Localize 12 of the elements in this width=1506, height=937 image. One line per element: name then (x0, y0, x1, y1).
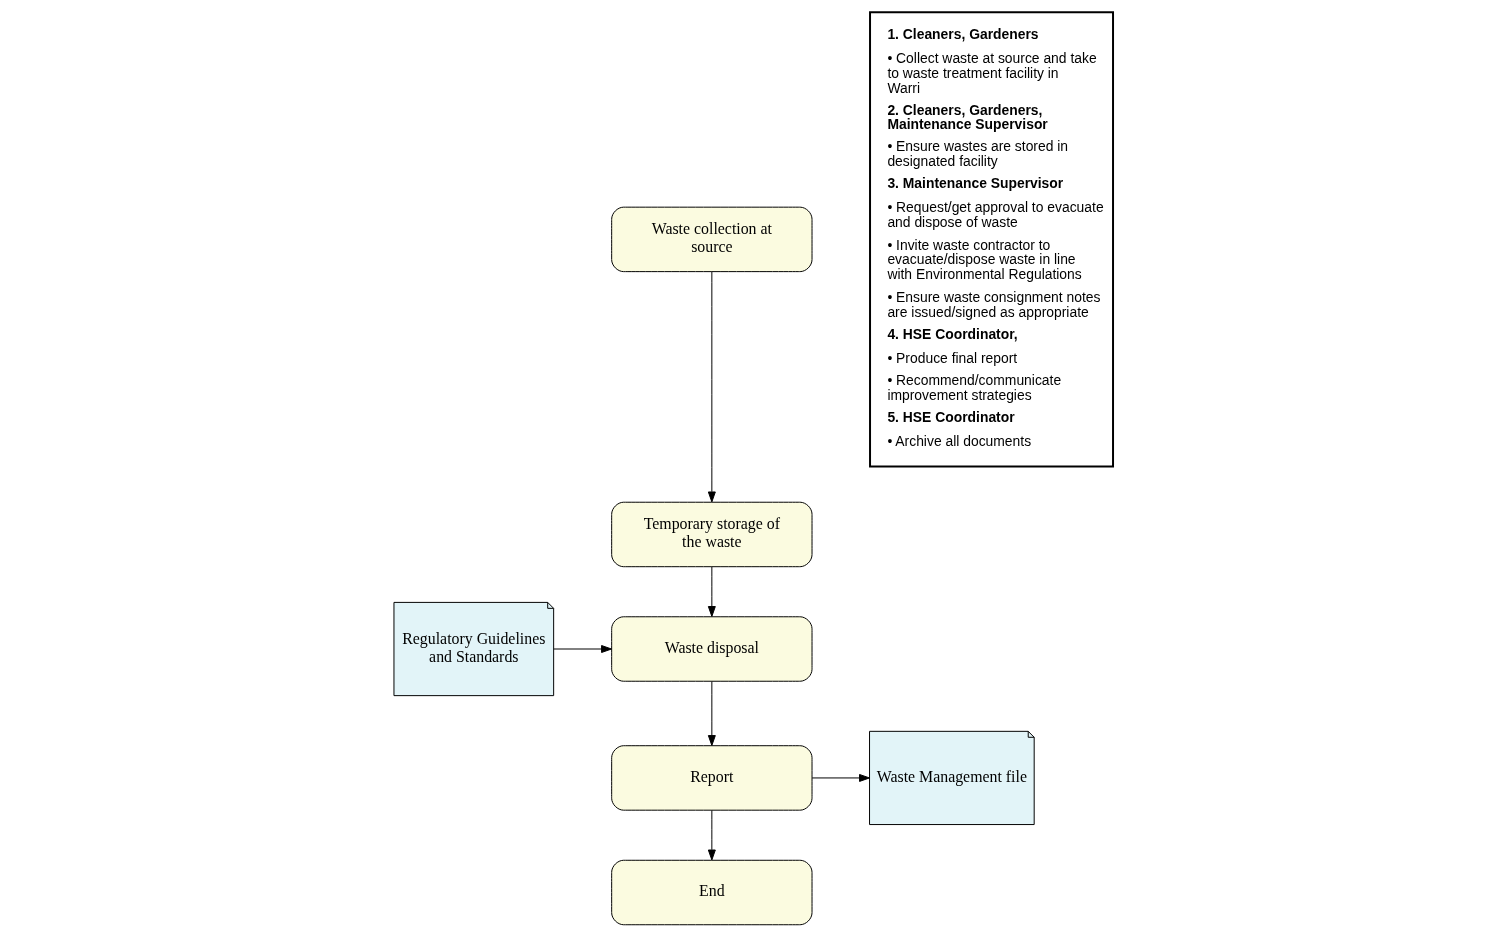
arrow (811, 773, 870, 782)
arrow (552, 645, 612, 653)
arrow (707, 680, 716, 746)
node-box: Temporary storage of the waste (610, 501, 812, 568)
arrow (707, 566, 716, 617)
arrow (707, 271, 716, 503)
node-box: End (610, 859, 812, 926)
node-box: Waste disposal (610, 616, 812, 682)
node-box: Report (610, 745, 812, 811)
node-box: Waste collection at source (610, 206, 812, 273)
arrow (707, 809, 716, 861)
node-box: 1. Cleaners, Gardeners • Collect waste at source and take to waste treatment facility in Warri 2. Cleaners, Gardeners, Maintenance Supervisor • Ensure wastes are stored in designated facility 3. Maintenance Supervisor • Request/get approval to evacuate and dispose of waste • Invite waste contractor to evacuate/dispose waste in line with Environmental Regulations • Ensure waste consignment notes are issued/signed as appropriate 4. HSE Coordinator, • Produce final report • Recommend/communicate improvement strategies 5. HSE Coordinator • Archive all documents (868, 11, 1114, 468)
